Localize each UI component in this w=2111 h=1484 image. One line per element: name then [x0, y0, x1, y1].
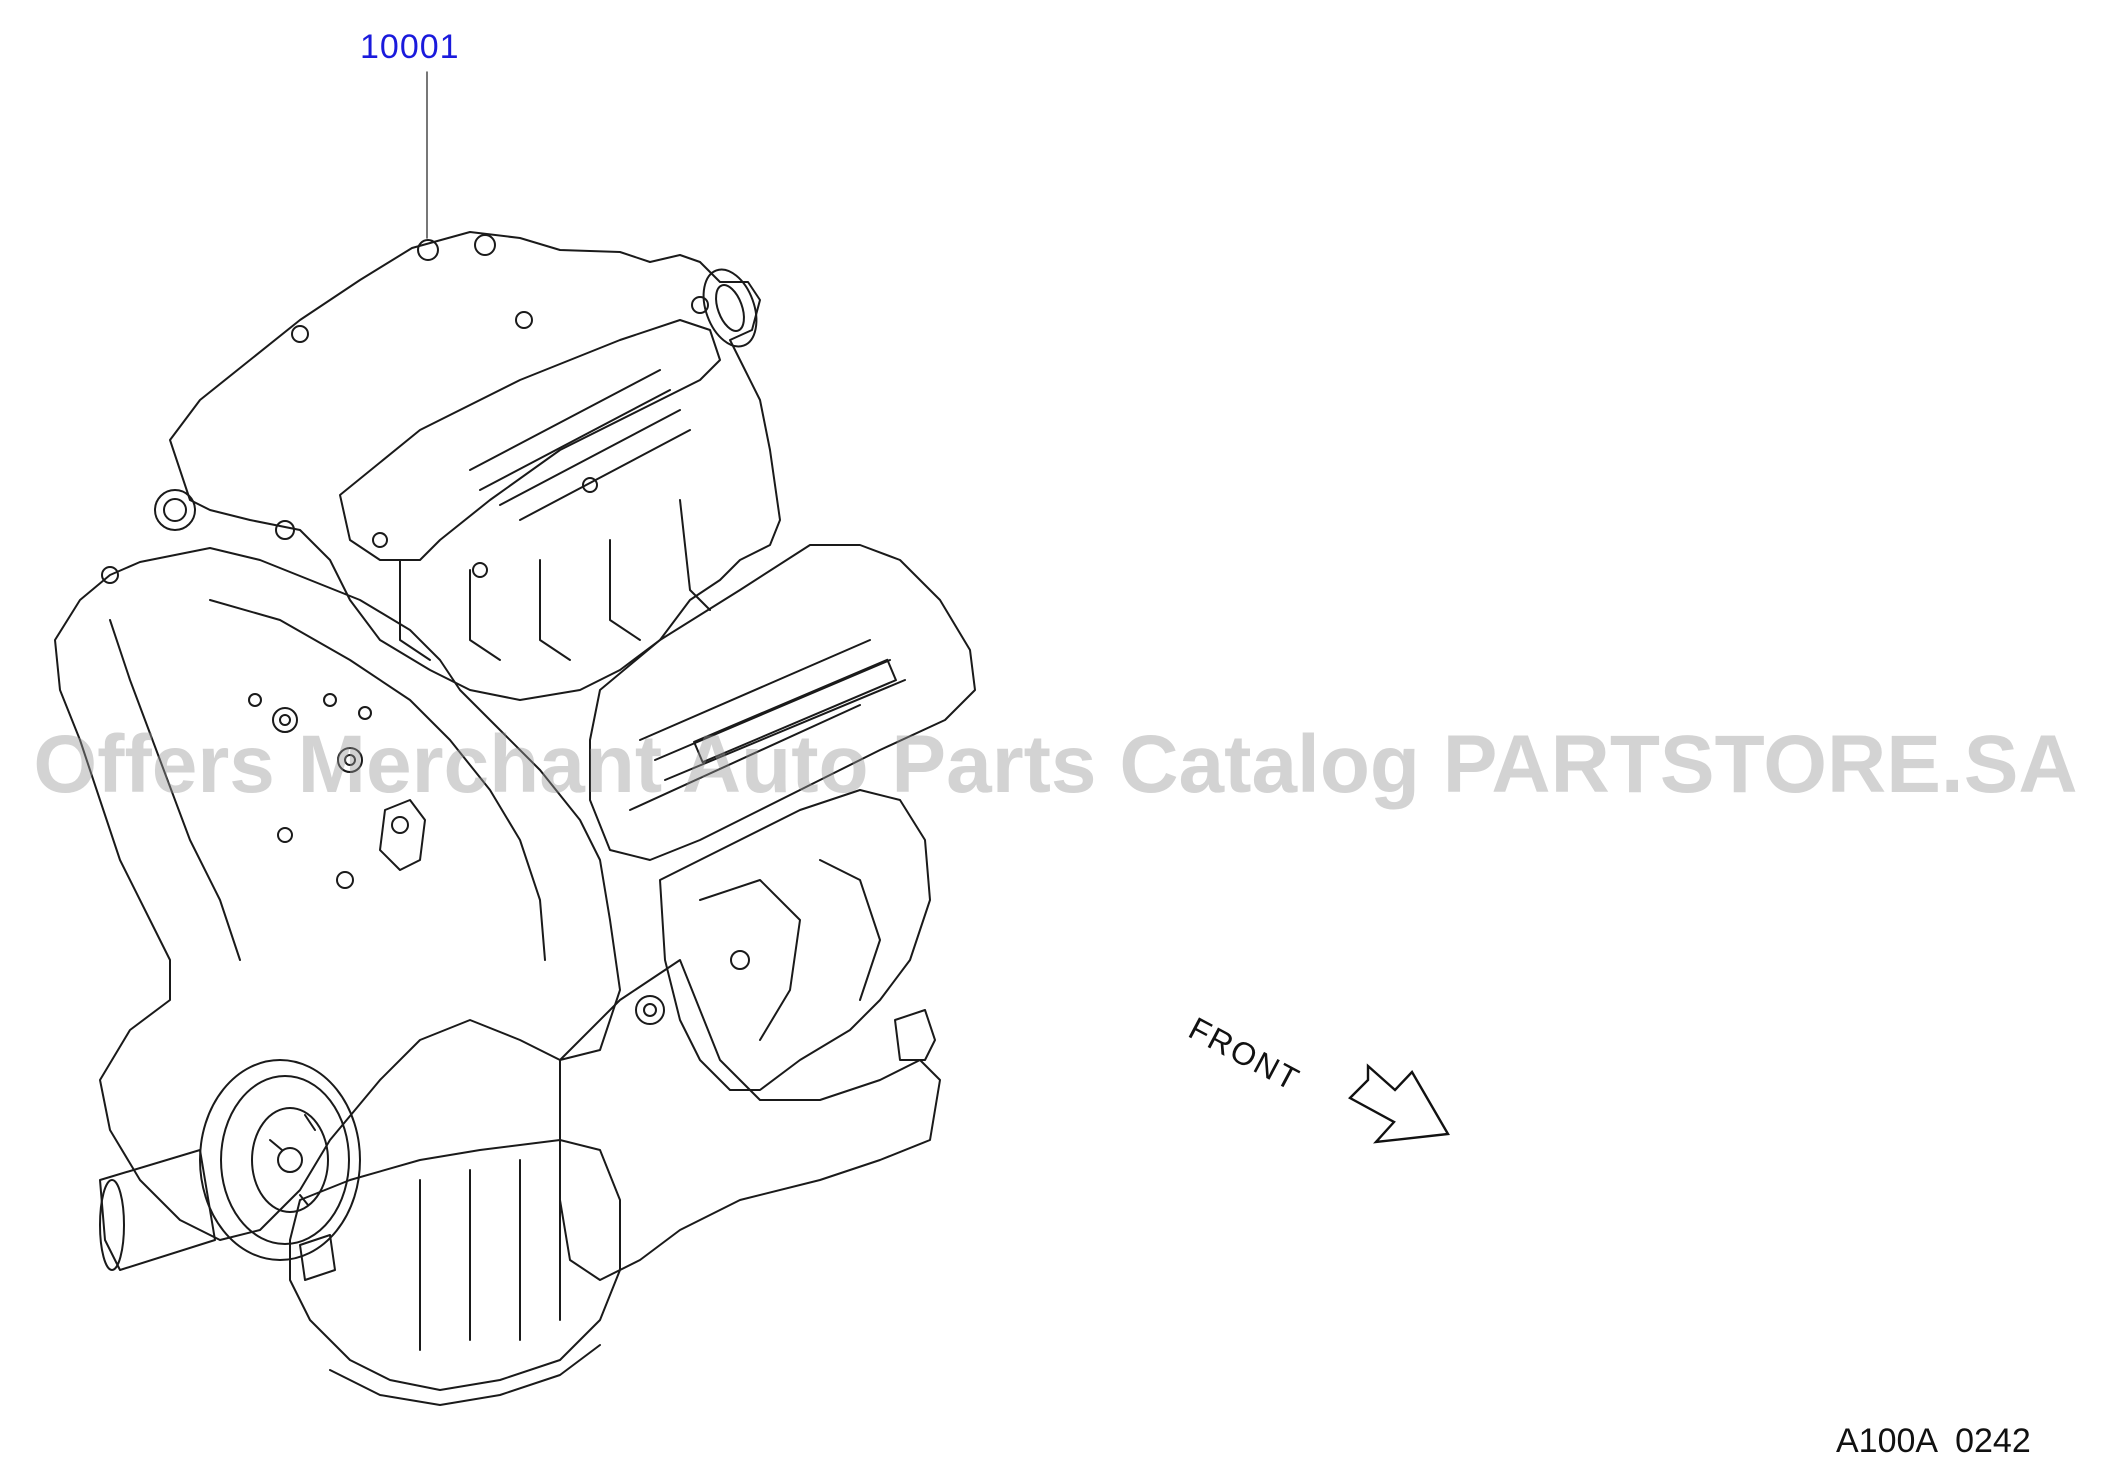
- oil-pan-ribs: [419, 1149, 561, 1351]
- intake-port-left: [154, 489, 196, 531]
- intake-port-left-inner: [163, 498, 187, 522]
- cam-sensor: [379, 799, 426, 871]
- throttle-body: [702, 268, 758, 348]
- timing-cover-outline: [54, 547, 621, 1241]
- knock-sensor: [894, 1009, 936, 1061]
- intake-runners: [399, 499, 711, 661]
- throttle-body-inner: [715, 284, 745, 332]
- timing-cover-inner-edge: [209, 599, 546, 961]
- crankshaft-pulley: [199, 1059, 361, 1261]
- bracket-lower: [299, 1234, 336, 1281]
- front-direction-arrow-icon: [1348, 1063, 1450, 1144]
- crank-nose: [99, 1149, 216, 1271]
- exhaust-manifold: [659, 789, 931, 1091]
- engine-block: [559, 959, 941, 1281]
- intake-plenum-outline: [169, 231, 781, 701]
- crankshaft-pulley-groove: [220, 1075, 350, 1245]
- diagram-code: A100A 0242: [1836, 1422, 2031, 1460]
- timing-cover-ridge: [109, 619, 241, 961]
- plenum-ribs: [469, 369, 691, 521]
- valve-cover-nameplate: [693, 658, 897, 764]
- plenum-top-cover: [339, 319, 721, 561]
- valve-cover-ribs: [629, 639, 906, 811]
- oil-pan: [289, 1139, 621, 1391]
- crank-nose-cap: [99, 1179, 125, 1271]
- oil-pan-flange: [329, 1344, 601, 1406]
- part-callout-10001[interactable]: 10001: [360, 28, 460, 66]
- right-valve-cover: [589, 544, 976, 861]
- exhaust-heat-shield-lines: [699, 859, 881, 1041]
- crankshaft-pulley-hub: [251, 1107, 329, 1213]
